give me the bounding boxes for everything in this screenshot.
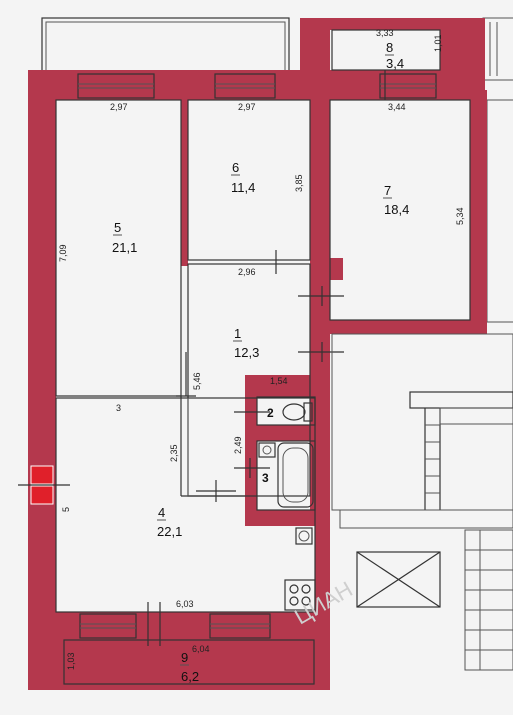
room-5-area: 21,1 — [112, 240, 137, 255]
toilet-icon — [282, 402, 313, 422]
dim-r4-top: 3 — [116, 403, 121, 413]
partitions — [180, 396, 245, 497]
room-9-number: 9 — [181, 650, 188, 665]
dim-r5-left: 7,09 — [58, 244, 68, 262]
dim-r8-top: 3,33 — [376, 28, 394, 38]
bathtub-icon — [277, 442, 314, 508]
room-6-area: 11,4 — [231, 180, 255, 195]
dim-r9-top: 6,04 — [192, 644, 210, 654]
dim-r4-inner: 2,35 — [169, 444, 179, 462]
fixtures — [258, 402, 316, 611]
sink-icon — [258, 442, 276, 458]
dim-r5-top: 2,97 — [110, 102, 128, 112]
room-8-number: 8 — [386, 40, 393, 55]
room-1-number: 1 — [234, 326, 241, 341]
dim-outer-left: 5 — [61, 507, 71, 512]
room-6-number: 6 — [232, 160, 239, 175]
dim-r6-top: 2,97 — [238, 102, 256, 112]
dim-r2-top: 1,54 — [270, 376, 288, 386]
room-7-number: 7 — [384, 183, 391, 198]
dim-r6-right: 3,85 — [294, 174, 304, 192]
room-2-number: 2 — [267, 406, 274, 420]
windows — [77, 73, 437, 639]
dimension-labels: 2,97 2,97 3,33 1,01 3,44 3,85 5,34 7,09 … — [58, 28, 465, 670]
room-3-number: 3 — [262, 471, 269, 485]
dim-r7-right: 5,34 — [455, 207, 465, 225]
dim-r1-top: 2,96 — [238, 267, 256, 277]
stove-icon — [284, 579, 316, 611]
dim-r3-left: 2,49 — [233, 436, 243, 454]
door-marks — [147, 70, 386, 646]
dim-r7-top: 3,44 — [388, 102, 406, 112]
dim-r9-left: 1,03 — [66, 652, 76, 670]
room-5-number: 5 — [114, 220, 121, 235]
entrance-marker — [18, 465, 70, 505]
stairwell — [331, 333, 513, 671]
room-1-area: 12,3 — [234, 345, 259, 360]
room-7-area: 18,4 — [384, 202, 409, 217]
dim-r1-left: 5,46 — [192, 372, 202, 390]
room-interiors — [55, 29, 471, 685]
room-8-area: 3,4 — [386, 56, 404, 71]
room-4-area: 22,1 — [157, 524, 182, 539]
room-labels: 5 21,1 6 11,4 7 18,4 8 3,4 1 12,3 2 3 4 … — [112, 40, 409, 684]
room-9-area: 6,2 — [181, 669, 199, 684]
kitchen-sink-icon — [295, 527, 313, 545]
dim-r8-right: 1,01 — [433, 34, 443, 52]
dim-r4-bottom: 6,03 — [176, 599, 194, 609]
room-4-number: 4 — [158, 505, 165, 520]
